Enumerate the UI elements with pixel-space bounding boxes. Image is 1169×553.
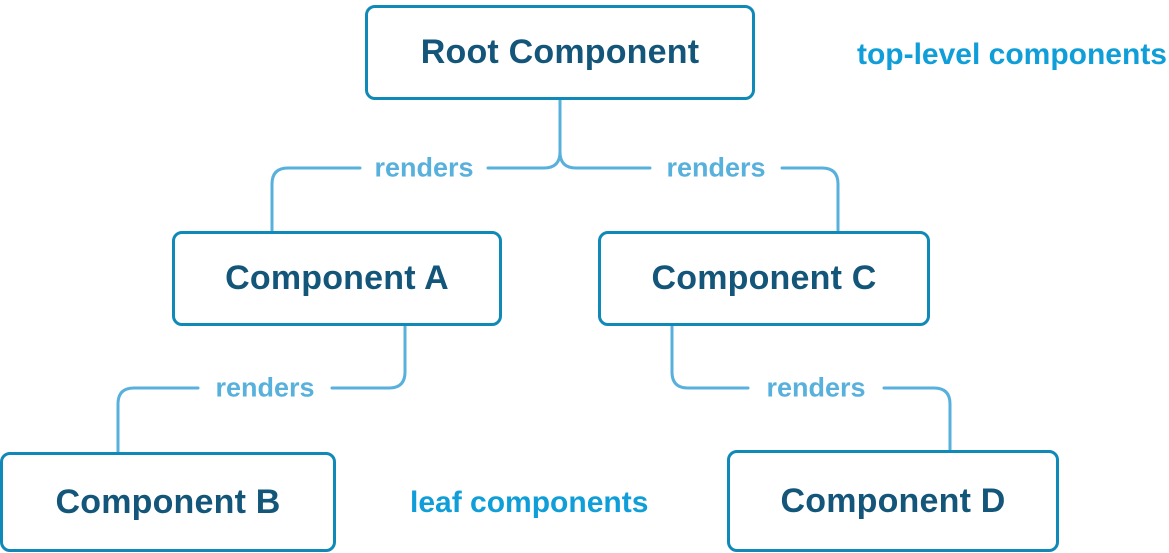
edge-a-b-segment-1 <box>330 324 407 390</box>
node-root-component: Root Component <box>365 5 755 100</box>
edge-root-a-segment-1 <box>486 98 562 170</box>
node-component-c: Component C <box>598 231 930 326</box>
edge-c-d-segment-1 <box>670 324 750 390</box>
edge-label-renders-c-d: renders <box>766 372 866 403</box>
node-component-a: Component A <box>172 231 502 326</box>
annotation-top-level-components: top-level components <box>856 38 1167 71</box>
edge-label-renders-root-c: renders <box>666 152 766 183</box>
edge-label-renders-a-b: renders <box>215 372 315 403</box>
node-component-b: Component B <box>0 452 336 552</box>
edge-a-b-segment-2 <box>116 386 200 454</box>
node-component-d: Component D <box>727 450 1059 552</box>
edge-root-c-segment-2 <box>780 166 840 233</box>
edge-root-a-segment-2 <box>270 166 362 233</box>
edge-c-d-segment-2 <box>882 386 952 452</box>
annotation-leaf-components: leaf components <box>410 486 649 519</box>
edge-label-renders-root-a: renders <box>374 152 474 183</box>
edge-root-c-segment-1 <box>558 98 652 170</box>
